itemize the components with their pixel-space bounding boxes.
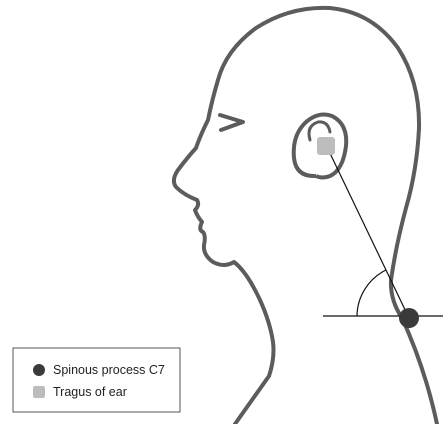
legend-square-icon xyxy=(33,386,45,398)
craniovertebral-angle-arc xyxy=(357,270,386,316)
tragus-marker xyxy=(317,137,335,155)
legend: Spinous process C7 Tragus of ear xyxy=(13,348,180,412)
tragus-to-c7-line xyxy=(327,147,409,318)
legend-label-spinous-process: Spinous process C7 xyxy=(53,363,165,377)
c7-marker xyxy=(399,308,419,328)
legend-circle-icon xyxy=(33,364,45,376)
legend-box xyxy=(13,348,180,412)
legend-label-tragus: Tragus of ear xyxy=(53,385,127,399)
head-profile-outline xyxy=(174,8,437,424)
eye-mark xyxy=(220,115,243,130)
